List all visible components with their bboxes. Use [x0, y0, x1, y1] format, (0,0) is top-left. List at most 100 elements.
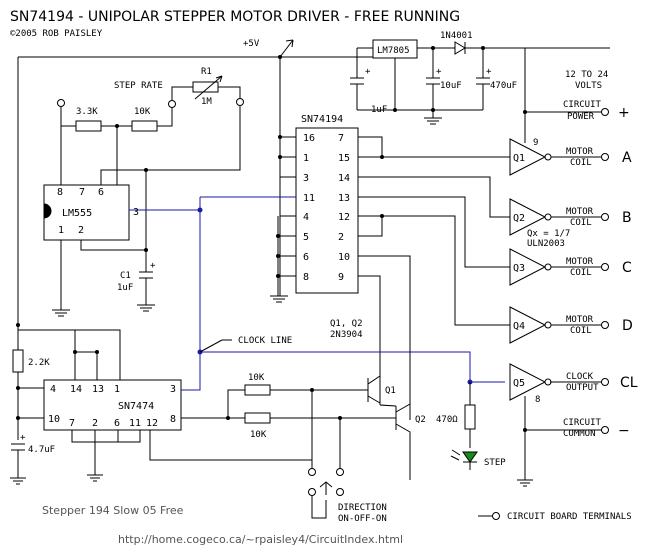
sr-right-pin: 12 [338, 212, 350, 223]
sn7474-label: SN7474 [118, 401, 154, 412]
ff-bottom-pin: 2 [92, 418, 98, 429]
sr-right-pin: 9 [338, 272, 344, 283]
svg-text:6: 6 [98, 187, 104, 198]
sr-left-pin: 4 [303, 212, 309, 223]
cap-4u7-label: 4.7uF [28, 445, 55, 455]
circuit-common-line2: COMMON [563, 429, 596, 439]
ff-top-pin: 1 [114, 384, 120, 395]
motor-coil-terminal[interactable] [601, 213, 609, 221]
svg-text:2: 2 [78, 225, 84, 236]
direction-line2: ON-OFF-ON [338, 514, 387, 524]
regulator-label: LM7805 [377, 46, 410, 56]
resistor-3k3 [75, 120, 102, 132]
driver-label: Q5 [513, 378, 525, 389]
footer-name: Stepper 194 Slow 05 Free [42, 504, 184, 517]
step-led-label: STEP [484, 458, 506, 468]
clock-output-line1: CLOCK [566, 372, 594, 382]
sr-right-pin: 2 [338, 232, 344, 243]
svg-text:8: 8 [57, 187, 63, 198]
motor-coil-terminal[interactable] [601, 263, 609, 271]
qx-note-line2: ULN2003 [527, 239, 565, 249]
timer-section: 3.3K 10K STEP RATE R1 1M LM555 8 7 6 3 1… [43, 67, 244, 317]
resistor-10k-a-label: 10K [248, 373, 265, 383]
sr-right-pin: 10 [338, 252, 350, 263]
sr-left-pin: 8 [303, 272, 309, 283]
q1-pin-label: 9 [533, 138, 538, 148]
resistor-10k-b [244, 412, 271, 424]
direction-switch[interactable]: DIRECTION ON-OFF-ON [308, 468, 387, 525]
r1-value: 1M [201, 97, 212, 107]
terminal-legend-icon [492, 512, 500, 520]
resistor-2k2-label: 2.2K [28, 358, 50, 368]
clock-line-label: CLOCK LINE [238, 336, 292, 346]
motor-coil-label: MOTOR [566, 315, 594, 325]
driver-label: Q1 [513, 153, 525, 164]
input-volts-line1: 12 TO 24 [565, 70, 608, 80]
c1-value: 1uF [117, 283, 133, 293]
common-terminal[interactable] [601, 426, 609, 434]
cap-10uf-label: 10uF [440, 81, 462, 91]
q2-transistor-label: Q2 [415, 415, 426, 425]
power-terminal[interactable] [601, 108, 609, 116]
resistor-10k-a [244, 384, 271, 396]
resistor-470-label: 470Ω [436, 415, 458, 425]
svg-text:+: + [150, 261, 156, 271]
r1-name: R1 [201, 67, 212, 77]
resistor-2k2 [12, 349, 24, 373]
cap-470uf-label: 470uF [490, 81, 517, 91]
direction-line1: DIRECTION [338, 503, 387, 513]
ff-bottom-pin: 11 [129, 418, 141, 429]
cl-label: CL [620, 375, 638, 391]
sr-left-pin: 3 [303, 173, 309, 184]
driver-buffer-3 [509, 248, 547, 286]
svg-text:+: + [20, 433, 26, 443]
svg-text:8: 8 [170, 414, 176, 425]
q5-pin-label: 8 [535, 395, 540, 405]
ff-bottom-pin: 7 [69, 418, 75, 429]
svg-text:10: 10 [48, 414, 60, 425]
driver-buffer-5 [509, 363, 547, 401]
svg-text:+: + [486, 67, 492, 77]
resistor-10k-timer [131, 120, 158, 132]
phase-label: B [622, 210, 632, 226]
q12-label-line2: 2N3904 [330, 330, 363, 340]
step-led [462, 451, 478, 463]
diagram-title: SN74194 - UNIPOLAR STEPPER MOTOR DRIVER … [10, 9, 460, 25]
phase-label: D [622, 318, 633, 334]
driver-label: Q3 [513, 263, 525, 274]
ff-top-pin: 14 [70, 384, 82, 395]
phase-label: C [622, 260, 632, 276]
sr-left-pin: 11 [303, 193, 315, 204]
copyright-note: ©2005 ROB PAISLEY [10, 29, 103, 39]
sr-right-pin: 14 [338, 173, 350, 184]
clock-output-terminal[interactable] [601, 378, 609, 386]
sn74194-chip [295, 127, 359, 294]
diode-label: 1N4001 [440, 31, 473, 41]
svg-text:7: 7 [79, 187, 85, 198]
sr-left-pin: 16 [303, 133, 315, 144]
step-rate-label: STEP RATE [114, 81, 163, 91]
motor-coil-label: COIL [570, 268, 592, 278]
qx-note-line1: Qx = 1/7 [527, 229, 570, 239]
driver-label: Q4 [513, 321, 525, 332]
transistor-section: Q1, Q2 2N3904 10K 10K Q1 Q2 470Ω STEP [181, 256, 506, 480]
driver-buffer-1 [509, 138, 547, 176]
clock-output-line2: OUTPUT [566, 383, 599, 393]
sn7474-chip [43, 379, 182, 431]
legend: CIRCUIT BOARD TERMINALS [478, 512, 632, 522]
motor-coil-label: MOTOR [566, 147, 594, 157]
sr-right-pin: 13 [338, 193, 350, 204]
legend-terminals-label: CIRCUIT BOARD TERMINALS [507, 512, 632, 522]
motor-coil-label: COIL [570, 158, 592, 168]
motor-coil-terminal[interactable] [601, 321, 609, 329]
driver-buffer-2 [509, 198, 547, 236]
sr-left-pin: 5 [303, 232, 309, 243]
q1-transistor-label: Q1 [385, 386, 396, 396]
resistor-3k3-label: 3.3K [76, 107, 98, 117]
motor-coil-terminal[interactable] [601, 153, 609, 161]
lm555-chip [43, 184, 130, 241]
power-supply-section: +5V LM7805 1N4001 + 1uF + 10uF + 470uF 1… [17, 31, 630, 325]
